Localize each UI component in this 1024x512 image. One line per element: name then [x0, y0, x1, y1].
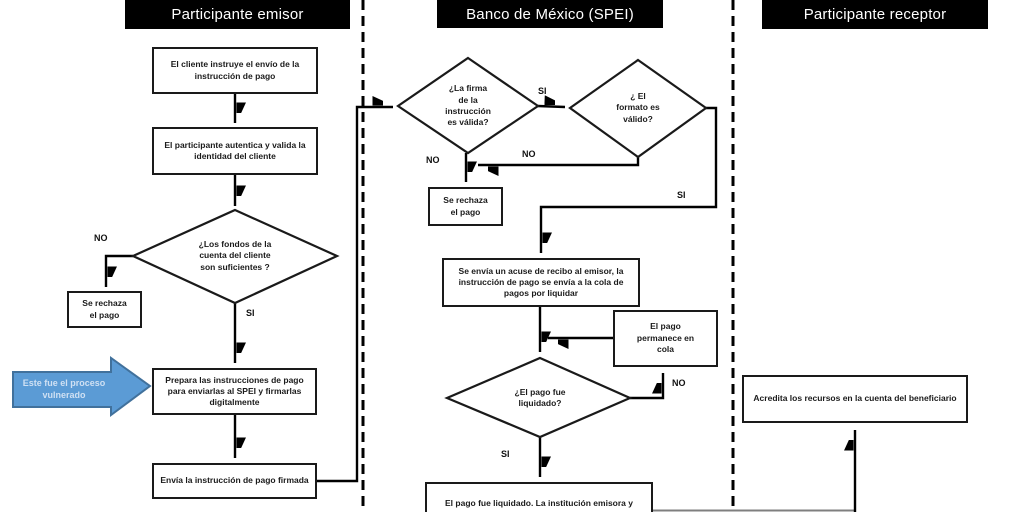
decision-funds-text: ¿Los fondos de la cuenta del cliente son…	[198, 238, 272, 272]
decision-format-shape	[568, 58, 708, 159]
branch-label-funds-no: NO	[94, 233, 108, 243]
decision-settled-text: ¿El pago fue liquidado?	[514, 386, 566, 408]
branch-label-signature-no: NO	[426, 155, 440, 165]
arrow-settled-no-to-queue	[630, 373, 665, 400]
branch-label-signature-si: SI	[538, 86, 547, 96]
box-payment-remains-queued: El pago permanece en cola	[613, 310, 718, 367]
arrow-format-no-back	[478, 157, 640, 165]
arrow-format-si-to-ack	[539, 106, 718, 253]
decision-format-text: ¿ El formato es válido?	[616, 90, 660, 124]
box-reject-payment-spei: Se rechaza el pago	[428, 187, 503, 226]
box-prepare-instructions: Prepara las instrucciones de pago para e…	[152, 368, 317, 415]
lane-header-emisor: Participante emisor	[125, 0, 350, 29]
arrow-send-to-signature	[317, 107, 393, 483]
branch-label-settled-si: SI	[501, 449, 510, 459]
branch-label-settled-no: NO	[672, 378, 686, 388]
arrow-signature-si-to-format	[537, 106, 566, 109]
decision-signature-shape	[396, 56, 540, 155]
box-client-instructs: El cliente instruye el envío de la instr…	[152, 47, 318, 94]
box-acknowledgement-queue: Se envía un acuse de recibo al emisor, l…	[442, 258, 640, 307]
branch-label-format-no: NO	[522, 149, 536, 159]
box-authenticate-client: El participante autentica y valida la id…	[152, 127, 318, 175]
decision-settled-shape	[444, 356, 633, 439]
callout-arrow-shape	[12, 356, 152, 417]
box-reject-payment-emitter: Se rechaza el pago	[67, 291, 142, 328]
branch-label-format-si: SI	[677, 190, 686, 200]
vulnerable-process-callout: Este fue el proceso vulnerado	[22, 377, 106, 400]
decision-funds-shape	[130, 208, 340, 305]
arrow-funds-no-to-reject	[104, 254, 133, 287]
lane-header-spei: Banco de México (SPEI)	[437, 0, 663, 28]
box-payment-liquidated: El pago fue liquidado. La institución em…	[425, 482, 653, 512]
lane-header-receptor: Participante receptor	[762, 0, 988, 29]
box-send-signed-instruction: Envía la instrucción de pago firmada	[152, 463, 317, 499]
box-credit-beneficiary: Acredita los recursos en la cuenta del b…	[742, 375, 968, 423]
branch-label-funds-si: SI	[246, 308, 255, 318]
decision-signature-text: ¿La firma de la instrucción es válida?	[445, 83, 491, 128]
